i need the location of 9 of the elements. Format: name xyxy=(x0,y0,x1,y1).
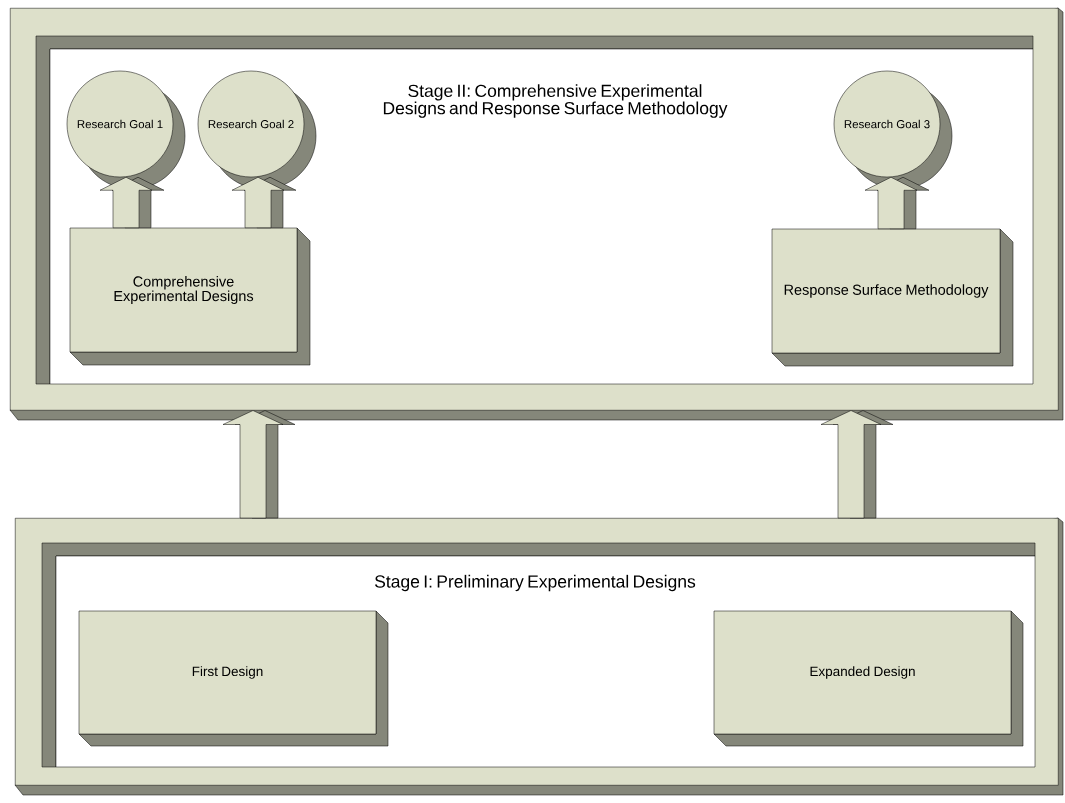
block-arrow xyxy=(820,410,894,519)
design-box: Response Surface Methodology xyxy=(771,228,1014,367)
block-arrow xyxy=(99,177,165,228)
block-arrow xyxy=(864,177,930,229)
design-box: Expanded Design xyxy=(713,610,1024,747)
block-arrow xyxy=(222,410,296,519)
design-box: First Design xyxy=(78,610,389,747)
design-box: Comprehensive Experimental Designs xyxy=(69,227,311,366)
block-arrow xyxy=(231,177,297,228)
